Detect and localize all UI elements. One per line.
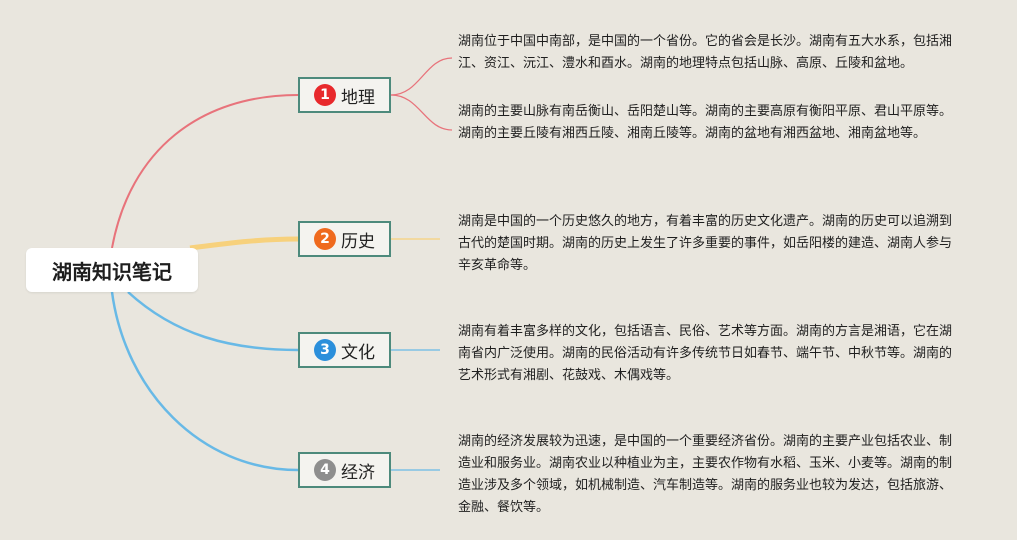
number-badge-1: 1 [314,84,336,106]
topic-label-geography: 地理 [341,87,375,108]
topic-label-history: 历史 [341,231,375,252]
note-history: 湖南是中国的一个历史悠久的地方，有着丰富的历史文化遗产。湖南的历史可以追溯到古代… [458,214,953,273]
root-node[interactable]: 湖南知识笔记 [26,248,198,292]
number-badge-2: 2 [314,228,336,250]
note-geography-1: 湖南位于中国中南部，是中国的一个省份。它的省会是长沙。湖南有五大水系，包括湘江、… [458,34,953,71]
topic-geography[interactable]: 1 地理 [298,77,391,113]
leaf-line-geography-1 [390,57,453,96]
number-badge-4: 4 [314,459,336,481]
leaf-line-geography-2 [390,94,453,131]
topic-culture[interactable]: 3 文化 [298,332,391,368]
topic-history[interactable]: 2 历史 [298,221,391,257]
number-badge-3: 3 [314,339,336,361]
note-economy: 湖南的经济发展较为迅速，是中国的一个重要经济省份。湖南的主要产业包括农业、制造业… [458,434,953,515]
note-geography-2: 湖南的主要山脉有南岳衡山、岳阳楚山等。湖南的主要高原有衡阳平原、君山平原等。湖南… [458,104,953,141]
branch-line-geography [111,94,299,249]
branch-line-economy [110,291,299,472]
topic-label-economy: 经济 [341,462,375,483]
note-culture: 湖南有着丰富多样的文化，包括语言、民俗、艺术等方面。湖南的方言是湘语，它在湖南省… [458,324,953,383]
topic-label-culture: 文化 [341,342,375,363]
branch-line-history [189,236,299,251]
topic-economy[interactable]: 4 经济 [298,452,391,488]
branch-line-culture [127,291,299,352]
